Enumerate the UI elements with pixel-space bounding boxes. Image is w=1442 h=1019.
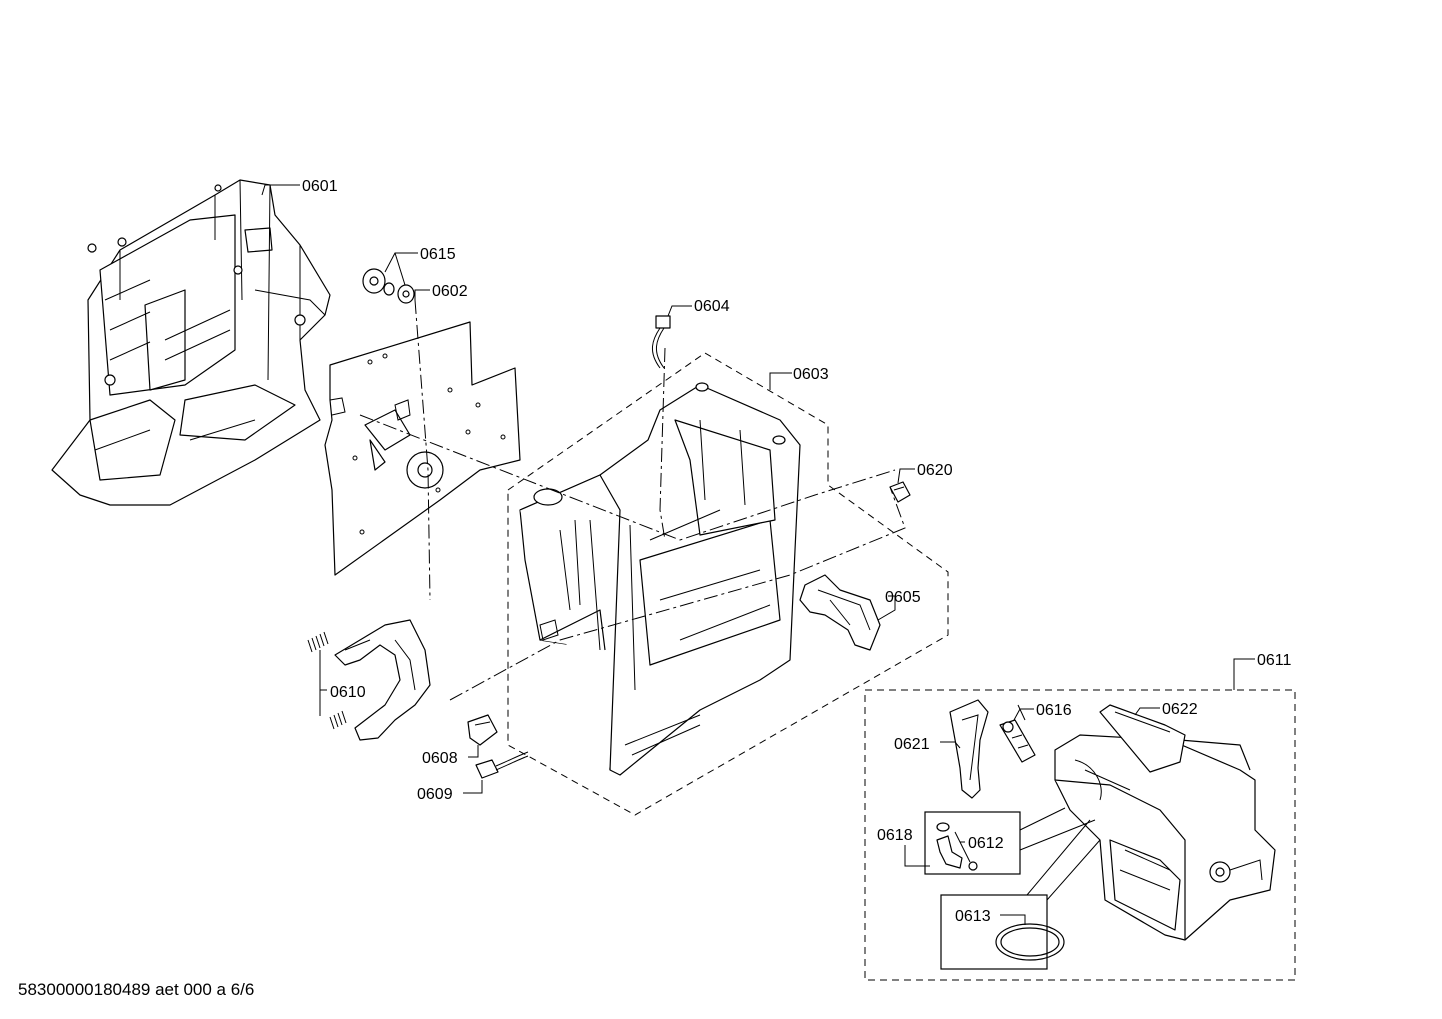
- part-0604-sensor: [652, 315, 671, 369]
- label-0618: 0618: [877, 827, 913, 844]
- label-0613: 0613: [955, 908, 991, 925]
- assembly-lines: [359, 299, 1296, 981]
- part-0621-arm: [949, 699, 989, 799]
- label-0604: 0604: [694, 298, 730, 315]
- label-0610: 0610: [330, 684, 366, 701]
- label-0612: 0612: [968, 835, 1004, 852]
- label-0616: 0616: [1036, 702, 1072, 719]
- part-0609-switch: [475, 751, 529, 779]
- part-0612-fitting: [936, 822, 978, 871]
- label-0622: 0622: [1162, 701, 1198, 718]
- document-footer-code: 58300000180489 aet 000 a 6/6: [18, 980, 255, 999]
- inset-box-0613: [940, 894, 1048, 970]
- part-0620-clip: [889, 481, 911, 503]
- part-0616-valve: [999, 704, 1036, 763]
- part-0608-holder: [467, 714, 498, 746]
- part-0603-housing: [519, 382, 801, 776]
- leader-lines: [261, 184, 1255, 925]
- part-0601-frame: [51, 179, 331, 506]
- part-0610-bracket: [307, 619, 431, 741]
- label-0615: 0615: [420, 246, 456, 263]
- label-0621: 0621: [894, 736, 930, 753]
- part-0605-lever: [799, 574, 881, 651]
- part-0613-o-ring: [995, 923, 1065, 961]
- inset-box-0618: [924, 811, 1021, 875]
- label-0602: 0602: [432, 283, 468, 300]
- label-0605: 0605: [885, 589, 921, 606]
- label-0603: 0603: [793, 366, 829, 383]
- part-0615-bearing: [362, 268, 415, 304]
- label-0601: 0601: [302, 178, 338, 195]
- label-0620: 0620: [917, 462, 953, 479]
- part-0611-brew-unit: [1054, 704, 1276, 941]
- label-0609: 0609: [417, 786, 453, 803]
- part-0602-plate: [324, 321, 521, 576]
- label-0608: 0608: [422, 750, 458, 767]
- label-0611: 0611: [1257, 652, 1292, 669]
